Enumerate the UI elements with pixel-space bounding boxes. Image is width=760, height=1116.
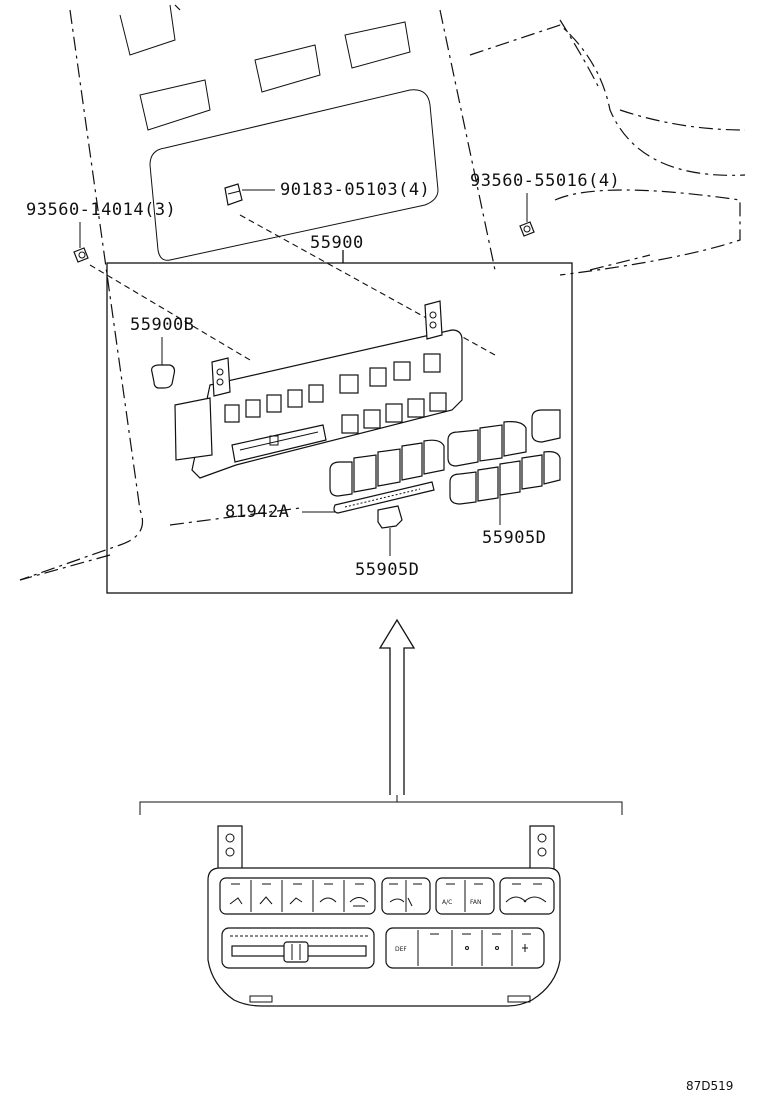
- bulb-socket-part: [151, 337, 176, 389]
- detail-bracket: [139, 801, 623, 815]
- callout-93560-14014: 93560-14014(3): [26, 200, 176, 220]
- diagram-code: 87D519: [686, 1079, 733, 1093]
- arrow-up-icon: [378, 618, 416, 795]
- switch-ac-label: A/C: [442, 899, 452, 906]
- nut-part: [224, 183, 275, 206]
- indicator-plate-part: [302, 481, 435, 514]
- clip-right-part: [519, 193, 535, 237]
- dashboard-vents: [119, 4, 439, 261]
- ac-control-unit: [174, 300, 463, 479]
- clip-left-part: [73, 222, 89, 263]
- callout-55900b: 55900B: [130, 315, 194, 335]
- dashboard-outline: [19, 4, 746, 581]
- callout-90183-05103: 90183-05103(4): [280, 180, 430, 200]
- switch-fan-label: FAN: [470, 899, 482, 906]
- callout-81942a: 81942A: [225, 502, 289, 522]
- callout-55900: 55900: [310, 233, 364, 253]
- front-panel-detail: A/C FAN DEF: [207, 825, 561, 1007]
- switch-def-label: DEF: [395, 946, 407, 953]
- knob-caps-group: [329, 409, 561, 525]
- callout-93560-55016: 93560-55016(4): [470, 171, 620, 191]
- callout-55905d-small: 55905D: [355, 560, 419, 580]
- small-knob-part: [377, 505, 403, 556]
- assembly-frame: [106, 250, 573, 594]
- callout-55905d-set: 55905D: [482, 528, 546, 548]
